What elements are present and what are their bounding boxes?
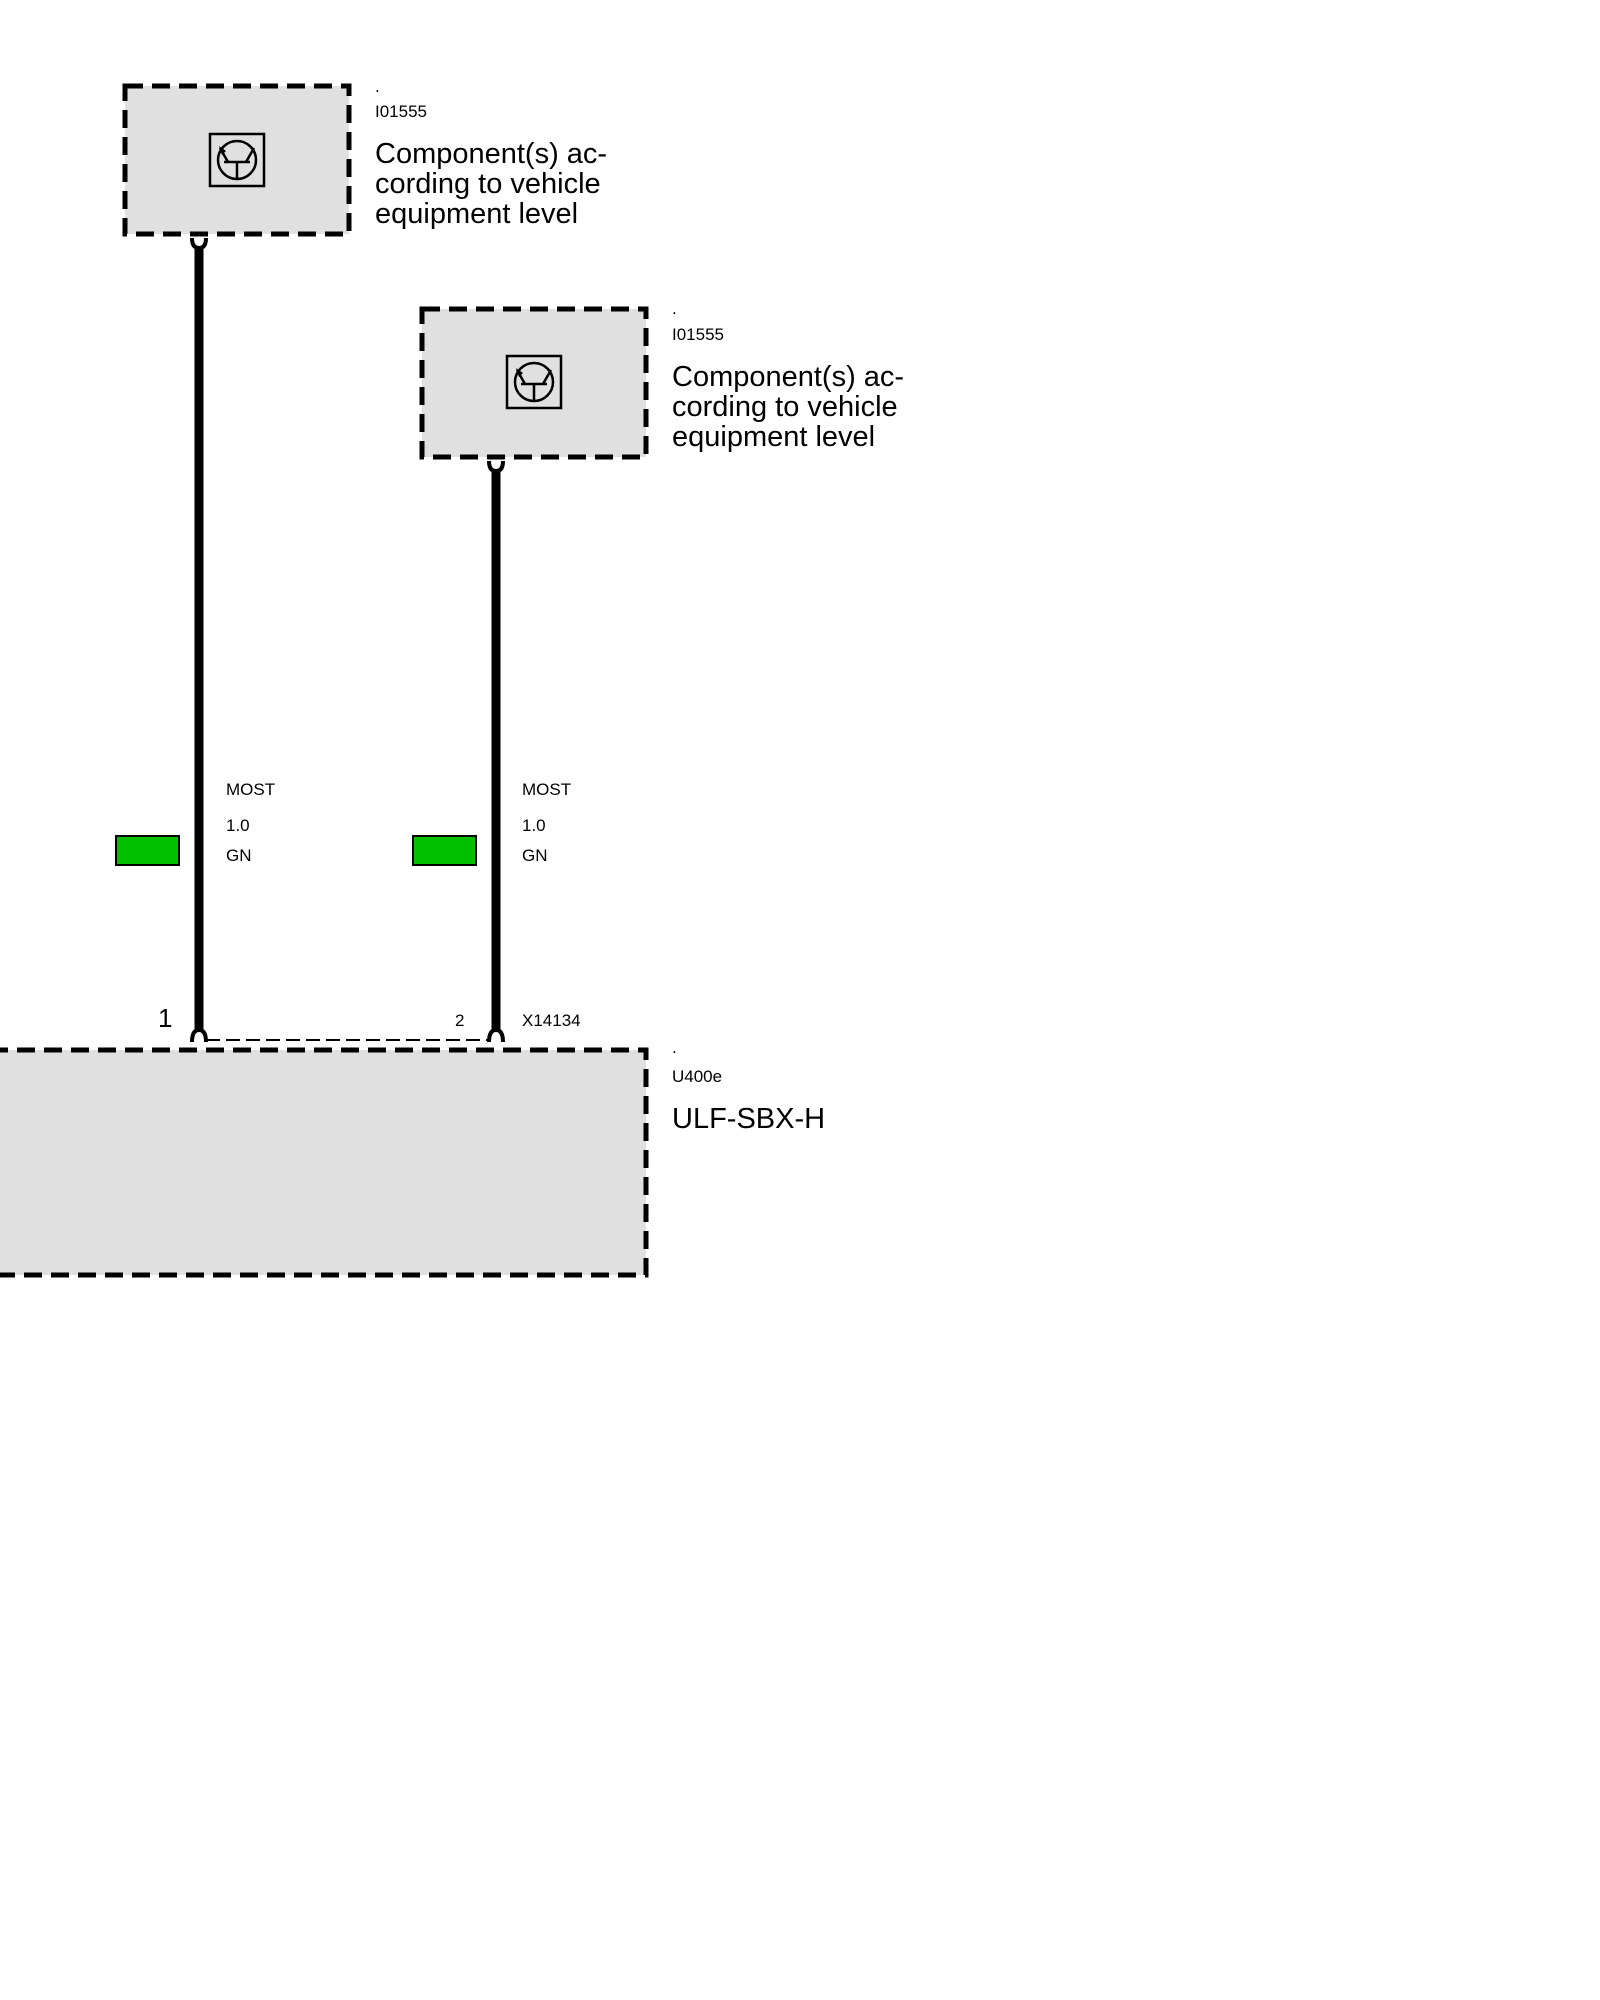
component-1-id: I01555 [375,102,427,121]
module-id: U400e [672,1067,722,1086]
component-2-dot: . [672,299,677,318]
component-1-dot: . [375,77,380,96]
wire-2[interactable] [487,460,505,1043]
component-2-id: I01555 [672,325,724,344]
connector-id: X14134 [522,1011,581,1030]
wire-1-color-swatch [115,835,180,866]
component-2-desc-line-2: cording to vehicle [672,391,898,423]
connector-pin-2: 2 [455,1011,464,1030]
wire-2-gauge: 1.0 [522,816,546,835]
wire-1-gauge: 1.0 [226,816,250,835]
component-box-2[interactable] [419,306,649,460]
component-box-1[interactable] [122,83,352,237]
component-1-desc-line-3: equipment level [375,198,578,230]
wire-1-type: MOST [226,780,275,799]
component-2-desc-line-1: Component(s) ac- [672,361,904,393]
wire-2-color-code: GN [522,846,548,865]
wire-1-color-code: GN [226,846,252,865]
module-box[interactable] [0,1047,649,1278]
module-name: ULF-SBX-H [672,1103,825,1135]
component-1-desc-line-2: cording to vehicle [375,168,601,200]
connector-pin-1: 1 [158,1003,172,1033]
component-2-desc-line-3: equipment level [672,421,875,453]
wire-2-color-swatch [412,835,477,866]
wire-1[interactable] [190,237,208,1043]
transistor-symbol-icon [208,132,266,188]
transistor-symbol-icon [505,354,563,410]
component-1-desc-line-1: Component(s) ac- [375,138,607,170]
wire-2-type: MOST [522,780,571,799]
module-dot: . [672,1038,677,1057]
